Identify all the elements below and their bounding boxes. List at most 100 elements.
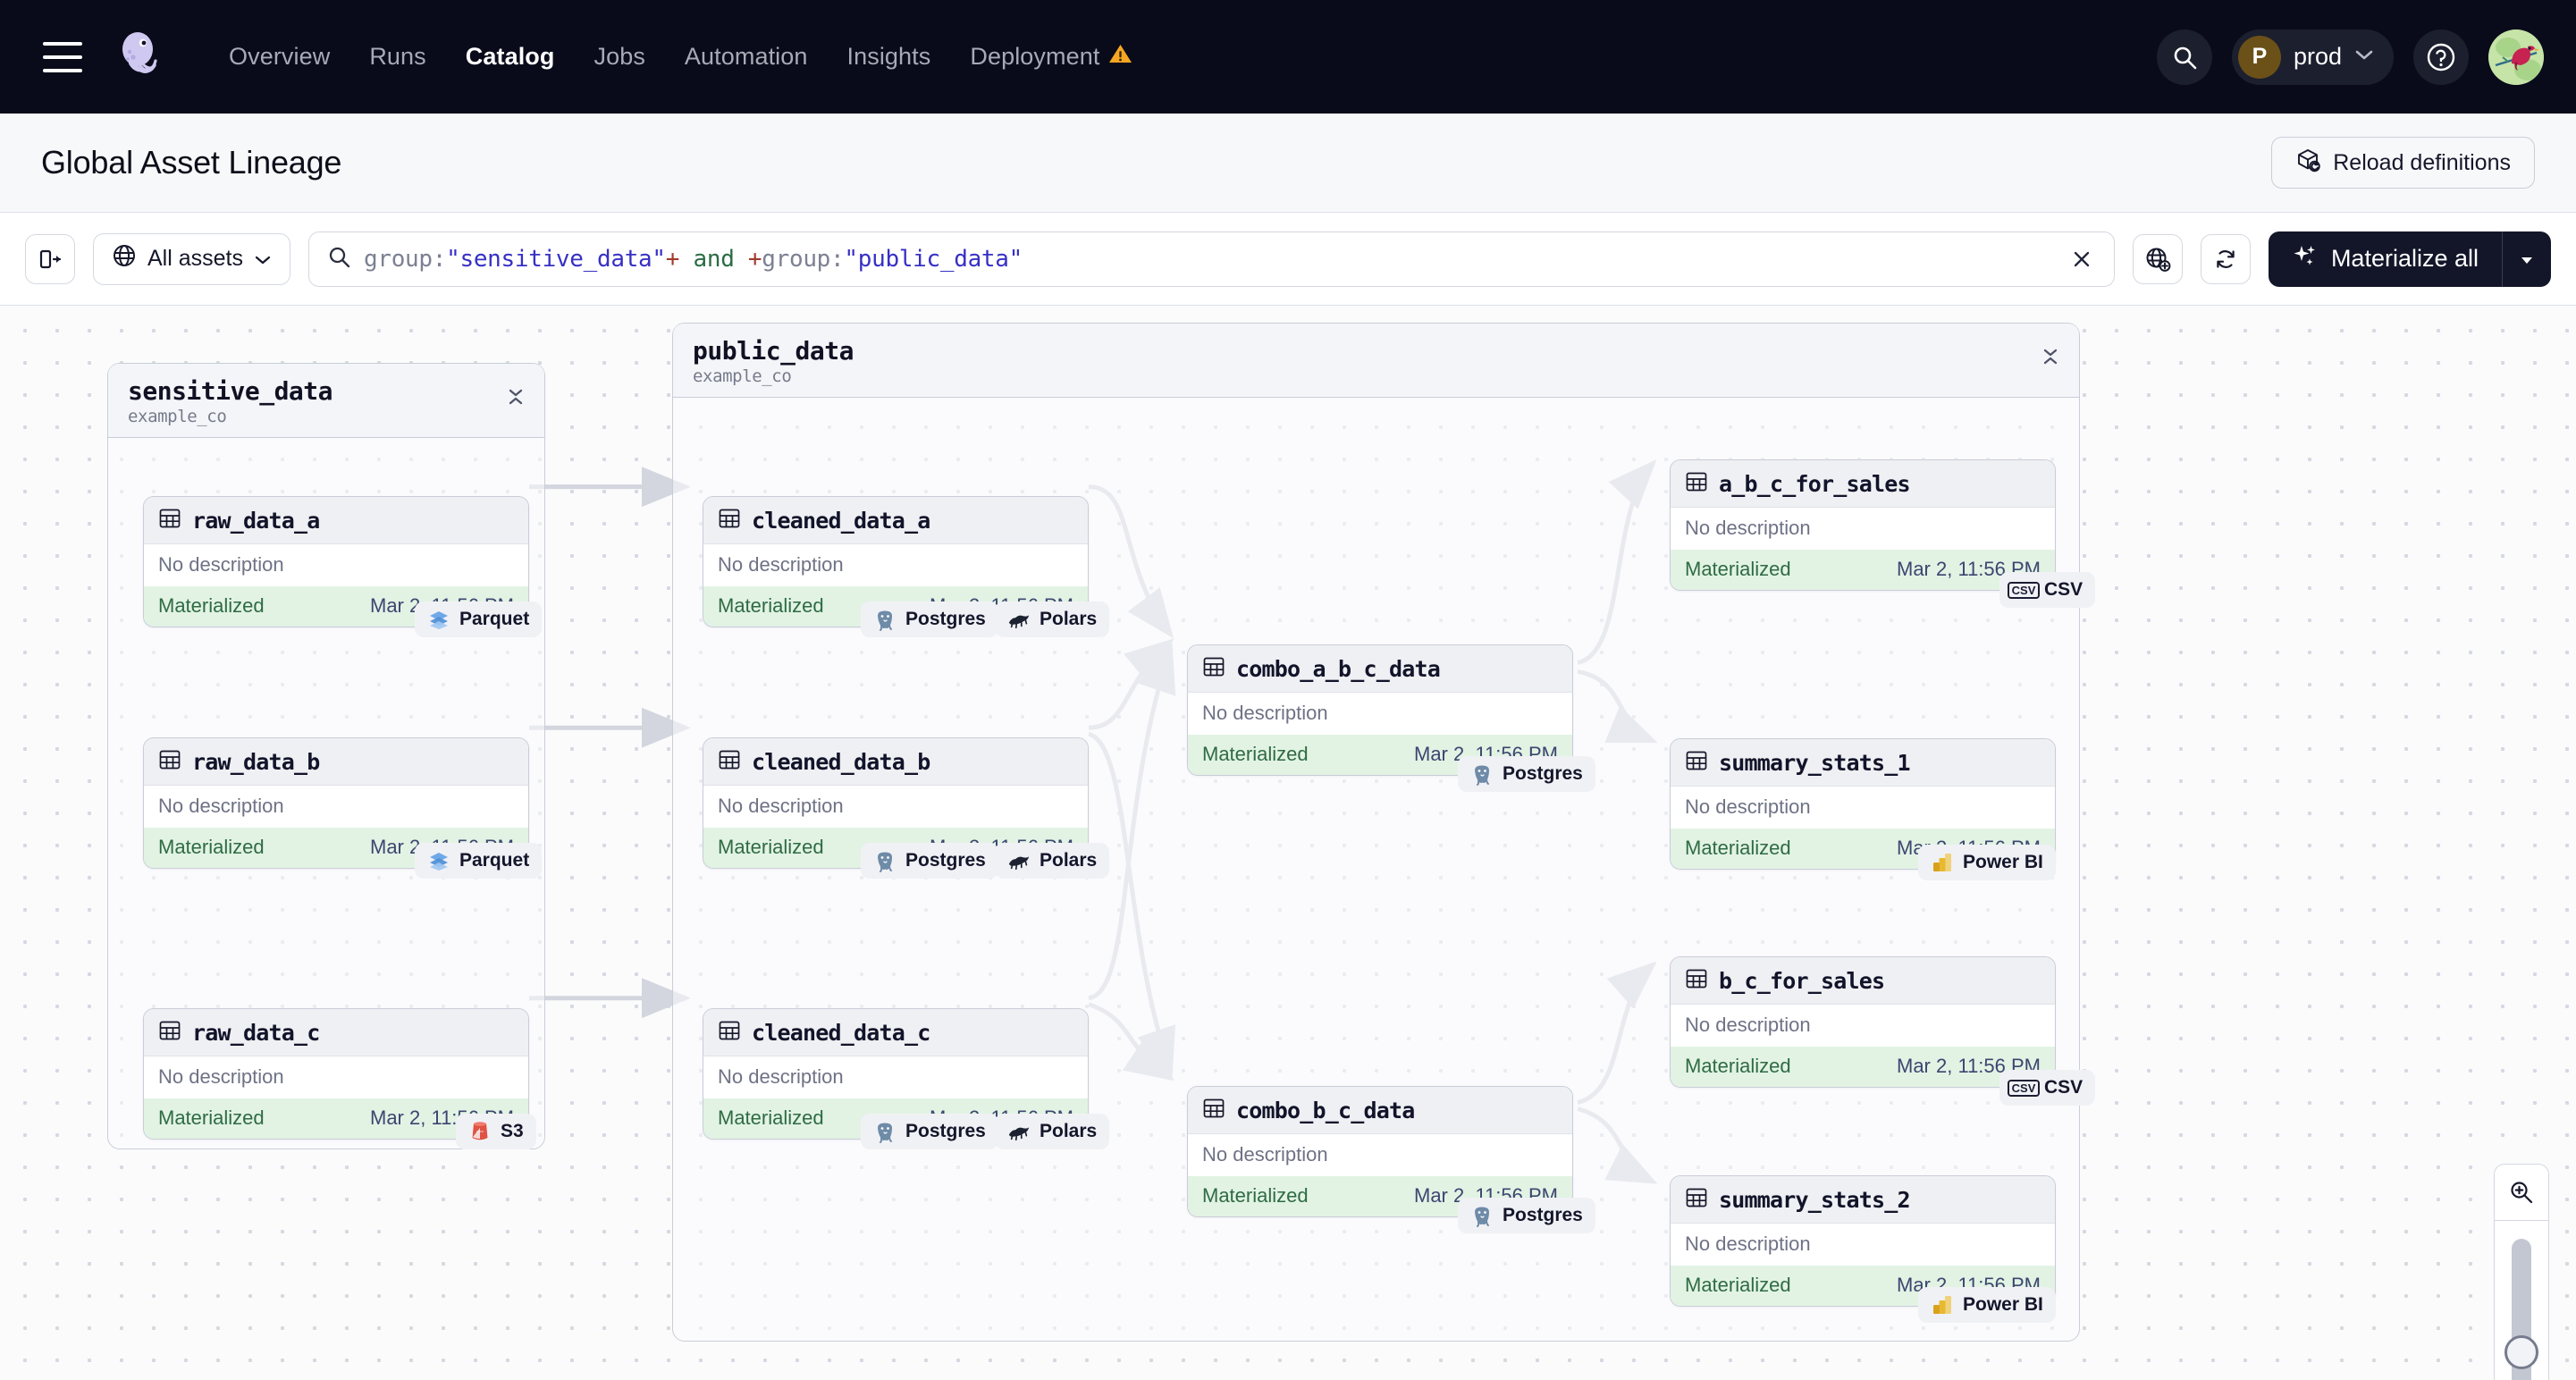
asset-tag-postgres[interactable]: Postgres xyxy=(861,843,998,879)
nav-link-insights[interactable]: Insights xyxy=(846,43,931,70)
asset-tag-parquet[interactable]: Parquet xyxy=(415,843,543,879)
asset-node-description: No description xyxy=(1188,1134,1572,1176)
zoom-slider[interactable] xyxy=(2495,1221,2548,1380)
materialize-all-button[interactable]: Materialize all xyxy=(2268,231,2551,287)
parquet-icon xyxy=(427,849,450,872)
s3-icon xyxy=(468,1120,492,1143)
asset-group-codelocation: example_co xyxy=(693,366,792,386)
asset-node-description: No description xyxy=(144,786,528,828)
asset-node-header: combo_b_c_data xyxy=(1188,1087,1572,1134)
asset-tag-polars[interactable]: Polars xyxy=(995,843,1110,879)
deployment-selector[interactable]: P prod xyxy=(2231,29,2394,85)
postgres-icon xyxy=(873,849,897,872)
status-badge: Materialized xyxy=(718,1107,824,1129)
status-badge: Materialized xyxy=(1202,743,1309,765)
zoom-controls xyxy=(2494,1164,2549,1380)
asset-tag-label: Polars xyxy=(1040,609,1098,629)
asset-node-name: a_b_c_for_sales xyxy=(1719,471,1911,497)
asset-tag-polars[interactable]: Polars xyxy=(995,1114,1110,1149)
asset-group-header: public_data example_co xyxy=(673,324,2079,398)
reload-definitions-button[interactable]: Reload definitions xyxy=(2271,137,2535,189)
nav-link-automation[interactable]: Automation xyxy=(684,43,808,70)
asset-node-header: summary_stats_2 xyxy=(1671,1176,2055,1224)
asset-tag-power-bi[interactable]: Power BI xyxy=(1918,1287,2056,1323)
page-title: Global Asset Lineage xyxy=(41,144,342,181)
hamburger-icon[interactable] xyxy=(43,41,82,72)
globe-plus-icon[interactable] xyxy=(2132,233,2183,284)
dagster-logo[interactable] xyxy=(113,29,168,85)
asset-node-description: No description xyxy=(1671,1224,2055,1266)
asset-node-name: b_c_for_sales xyxy=(1719,968,1885,994)
search-icon[interactable] xyxy=(2156,29,2212,85)
asset-tag-postgres[interactable]: Postgres xyxy=(861,602,998,637)
close-icon[interactable] xyxy=(2066,243,2098,275)
user-avatar[interactable] xyxy=(2488,29,2544,85)
asset-tag-label: Postgres xyxy=(905,609,986,629)
polars-icon xyxy=(1007,849,1031,872)
asset-node-name: raw_data_c xyxy=(192,1020,320,1046)
asset-tag-label: Parquet xyxy=(459,609,530,629)
nav-link-deployment[interactable]: Deployment xyxy=(950,38,1152,76)
nav-link-runs[interactable]: Runs xyxy=(369,43,426,70)
help-circle-icon[interactable] xyxy=(2413,29,2469,85)
asset-tag-label: CSV xyxy=(2044,579,2084,600)
asset-tag-s3[interactable]: S3 xyxy=(456,1114,536,1149)
materialize-all-main[interactable]: Materialize all xyxy=(2269,231,2502,287)
status-badge: Materialized xyxy=(1202,1184,1309,1207)
status-badge: Materialized xyxy=(158,594,265,617)
nav-link-catalog[interactable]: Catalog xyxy=(465,43,555,70)
status-badge: Materialized xyxy=(718,594,824,617)
asset-node-description: No description xyxy=(703,544,1088,586)
postgres-icon xyxy=(873,1120,897,1143)
materialize-all-label: Materialize all xyxy=(2330,245,2479,272)
polars-icon xyxy=(1007,608,1031,631)
asset-node-name: cleaned_data_b xyxy=(752,749,930,775)
query-token-plus-1: + xyxy=(665,245,680,273)
lineage-canvas[interactable]: sensitive_data example_co public_data ex… xyxy=(0,306,2576,1380)
asset-search-input[interactable]: group:"sensitive_data"+ and +group:"publ… xyxy=(307,231,2115,287)
query-token-string-1: "sensitive_data" xyxy=(446,245,666,273)
materialize-divider xyxy=(2502,231,2503,287)
csv-icon: CSV xyxy=(2007,1076,2041,1099)
asset-tag-label: Postgres xyxy=(905,1121,986,1141)
asset-scope-selector[interactable]: All assets xyxy=(93,232,290,285)
materialize-dropdown-toggle[interactable] xyxy=(2503,231,2551,287)
asset-tag-polars[interactable]: Polars xyxy=(995,602,1110,637)
nav-link-overview[interactable]: Overview xyxy=(229,43,331,70)
query-token-and: and xyxy=(693,245,735,273)
asset-tag-parquet[interactable]: Parquet xyxy=(415,602,543,637)
search-query-text: group:"sensitive_data"+ and +group:"publ… xyxy=(364,246,1023,273)
asset-node-description: No description xyxy=(1671,508,2055,550)
asset-tag-power-bi[interactable]: Power BI xyxy=(1918,845,2056,880)
status-badge: Materialized xyxy=(1685,558,1791,580)
asset-tag-postgres[interactable]: Postgres xyxy=(1458,1198,1595,1233)
asset-node-description: No description xyxy=(144,544,528,586)
zoom-in-icon[interactable] xyxy=(2495,1165,2548,1220)
globe-icon xyxy=(112,243,137,274)
csv-icon: CSV xyxy=(2007,578,2041,602)
table-icon xyxy=(158,507,181,534)
table-icon xyxy=(718,748,741,776)
asset-node-name: raw_data_b xyxy=(192,749,320,775)
asset-tag-label: Polars xyxy=(1040,1121,1098,1141)
asset-node-header: a_b_c_for_sales xyxy=(1671,460,2055,508)
zoom-slider-thumb[interactable] xyxy=(2504,1335,2538,1369)
asset-tag-label: Parquet xyxy=(459,850,530,871)
refresh-icon[interactable] xyxy=(2200,233,2251,284)
collapse-icon[interactable] xyxy=(507,376,525,413)
panel-expand-icon[interactable] xyxy=(25,233,75,284)
nav-link-jobs[interactable]: Jobs xyxy=(593,43,645,70)
collapse-icon[interactable] xyxy=(2041,336,2059,373)
asset-node-name: summary_stats_2 xyxy=(1719,1187,1911,1213)
asset-tag-postgres[interactable]: Postgres xyxy=(861,1114,998,1149)
asset-tag-postgres[interactable]: Postgres xyxy=(1458,756,1595,792)
asset-node-header: raw_data_a xyxy=(144,497,528,544)
